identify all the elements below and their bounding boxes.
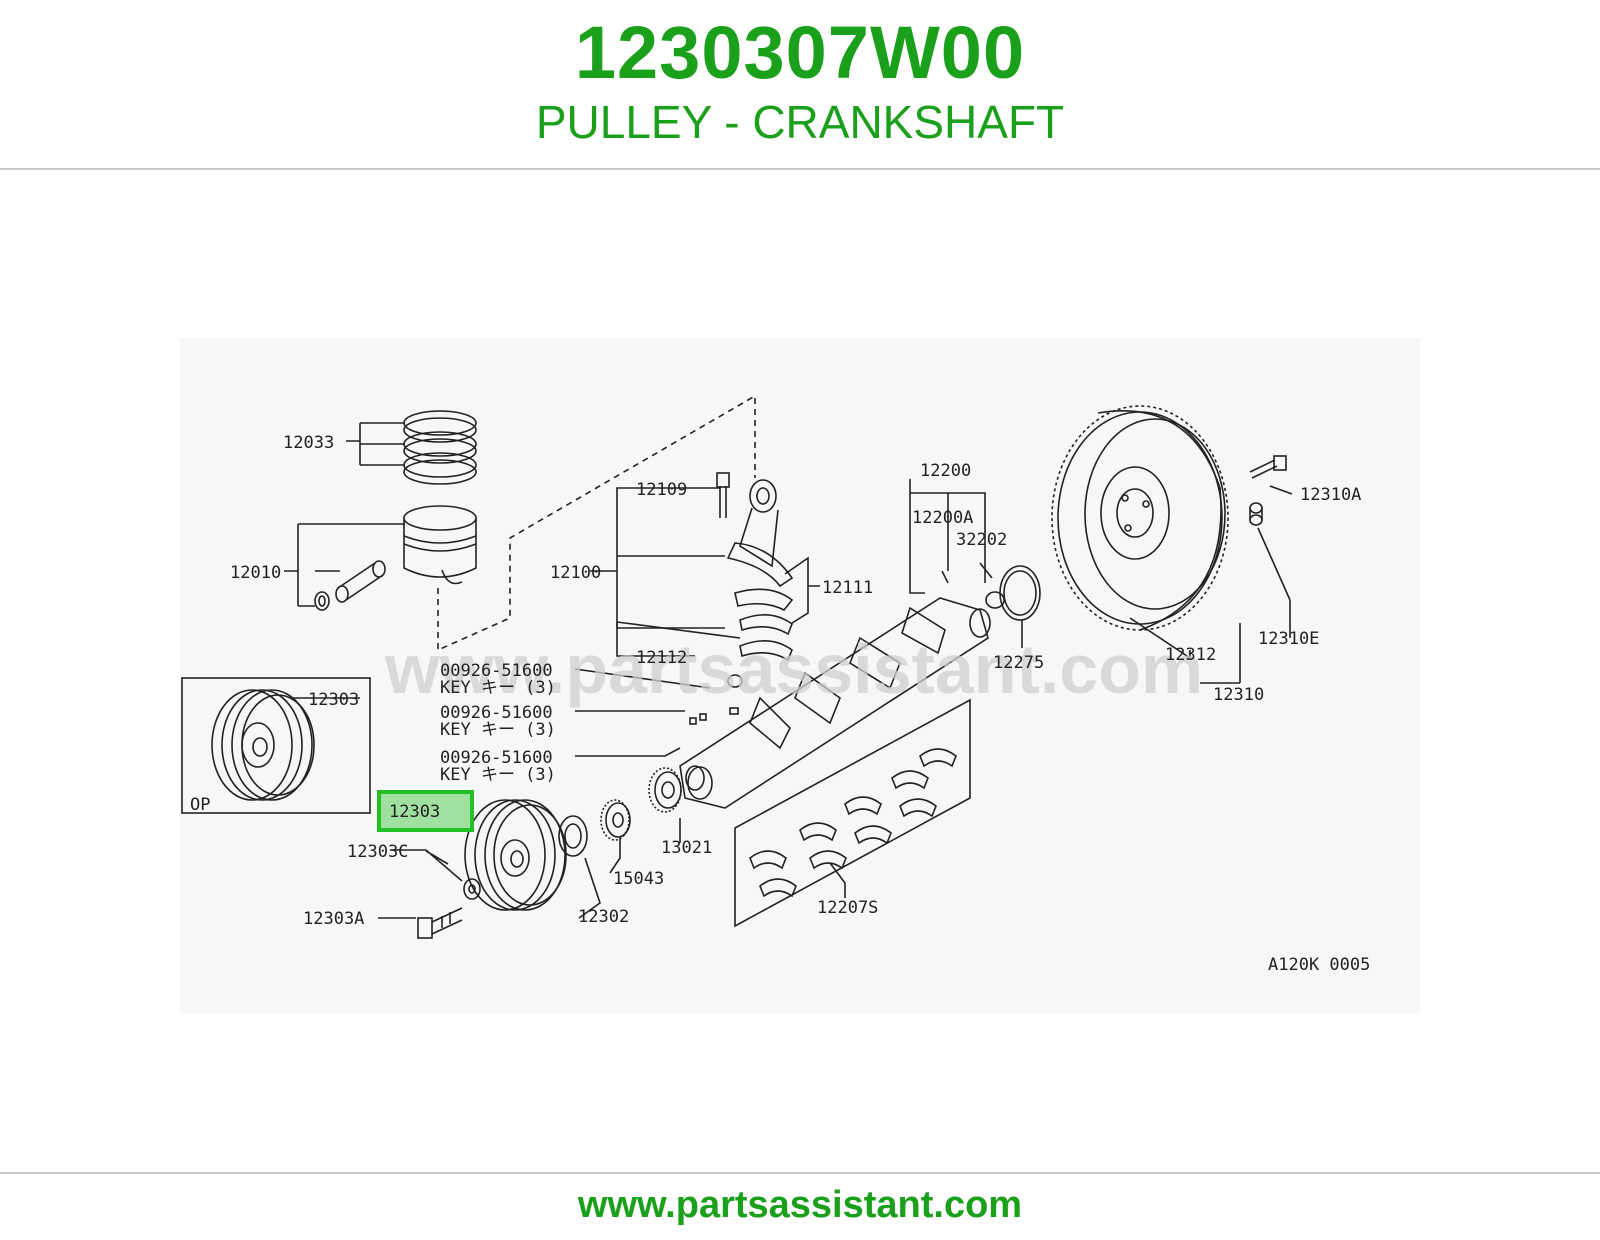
keys-drawing xyxy=(689,707,739,725)
diagram-background xyxy=(180,338,1420,1013)
connecting-rod-drawing xyxy=(716,472,794,688)
callout-12312[interactable]: 12312 xyxy=(1165,645,1216,665)
callout-12303c[interactable]: 12303C xyxy=(347,842,408,862)
callout-key2-desc: KEY キー (3) xyxy=(440,720,556,740)
part-number-title: 1230307W00 xyxy=(574,11,1026,94)
callout-12310e[interactable]: 12310E xyxy=(1258,629,1319,649)
callout-key3-part[interactable]: 00926-51600 xyxy=(440,748,553,768)
callout-key1-desc: KEY キー (3) xyxy=(440,678,556,698)
crankshaft-drawing xyxy=(679,570,1005,809)
callout-12207s[interactable]: 12207S xyxy=(817,898,878,918)
front-oil-seal-drawing xyxy=(558,815,588,857)
callout-12303a[interactable]: 12303A xyxy=(303,909,364,929)
callout-key3-desc: KEY キー (3) xyxy=(440,765,556,785)
op-pulley-drawing xyxy=(211,689,315,801)
dowel-pin-drawing xyxy=(1249,502,1263,526)
highlighted-part-box xyxy=(377,790,474,832)
callout-12200[interactable]: 12200 xyxy=(920,461,971,481)
callout-13021[interactable]: 13021 xyxy=(661,838,712,858)
piston-rings-drawing xyxy=(403,410,477,485)
rear-seal-drawing xyxy=(999,565,1041,621)
footer-divider xyxy=(0,1172,1600,1174)
callout-key2-part[interactable]: 00926-51600 xyxy=(440,703,553,723)
header-divider xyxy=(0,168,1600,170)
diagram-watermark: www.partsassistant.com xyxy=(384,630,1203,708)
flywheel-bolt-drawing xyxy=(1249,455,1287,479)
page-header: 1230307W00 PULLEY - CRANKSHAFT xyxy=(0,0,1600,168)
callout-32202[interactable]: 32202 xyxy=(956,530,1007,550)
main-bearing-box xyxy=(734,698,971,928)
callout-12310[interactable]: 12310 xyxy=(1213,685,1264,705)
diagram-code: A120K 0005 xyxy=(1268,955,1370,975)
flywheel-drawing xyxy=(1051,405,1229,631)
callout-12010[interactable]: 12010 xyxy=(230,563,281,583)
pulley-washer-drawing xyxy=(463,878,481,900)
callout-12033[interactable]: 12033 xyxy=(283,433,334,453)
assembly-guide-dashed xyxy=(437,394,756,652)
callout-12109[interactable]: 12109 xyxy=(636,480,687,500)
callout-12275[interactable]: 12275 xyxy=(993,653,1044,673)
callout-12303[interactable]: 12303 xyxy=(389,802,440,822)
leader-lines xyxy=(284,422,1293,919)
op-inset-frame xyxy=(181,677,371,814)
callout-15043[interactable]: 15043 xyxy=(613,869,664,889)
callout-12310a[interactable]: 12310A xyxy=(1300,485,1361,505)
callout-12200a[interactable]: 12200A xyxy=(912,508,973,528)
crank-pulley-drawing xyxy=(464,799,567,911)
callout-12303-op[interactable]: 12303 xyxy=(308,690,359,710)
callout-key1-part[interactable]: 00926-51600 xyxy=(440,661,553,681)
callout-12302[interactable]: 12302 xyxy=(578,907,629,927)
callout-12111[interactable]: 12111 xyxy=(822,578,873,598)
piston-drawing xyxy=(314,505,477,611)
oil-pump-gear-drawing xyxy=(600,799,631,841)
callout-12100[interactable]: 12100 xyxy=(550,563,601,583)
main-bearings-drawing xyxy=(749,748,957,898)
op-inset-label: OP xyxy=(190,795,210,815)
crank-sprocket-drawing xyxy=(648,767,682,813)
parts-diagram: www.partsassistant.com 12033 12010 12109… xyxy=(181,394,1370,975)
part-name-subtitle: PULLEY - CRANKSHAFT xyxy=(535,96,1065,148)
callout-12112[interactable]: 12112 xyxy=(636,648,687,668)
pulley-bolt-drawing xyxy=(417,907,463,939)
footer-website-link[interactable]: www.partsassistant.com xyxy=(577,1184,1023,1226)
